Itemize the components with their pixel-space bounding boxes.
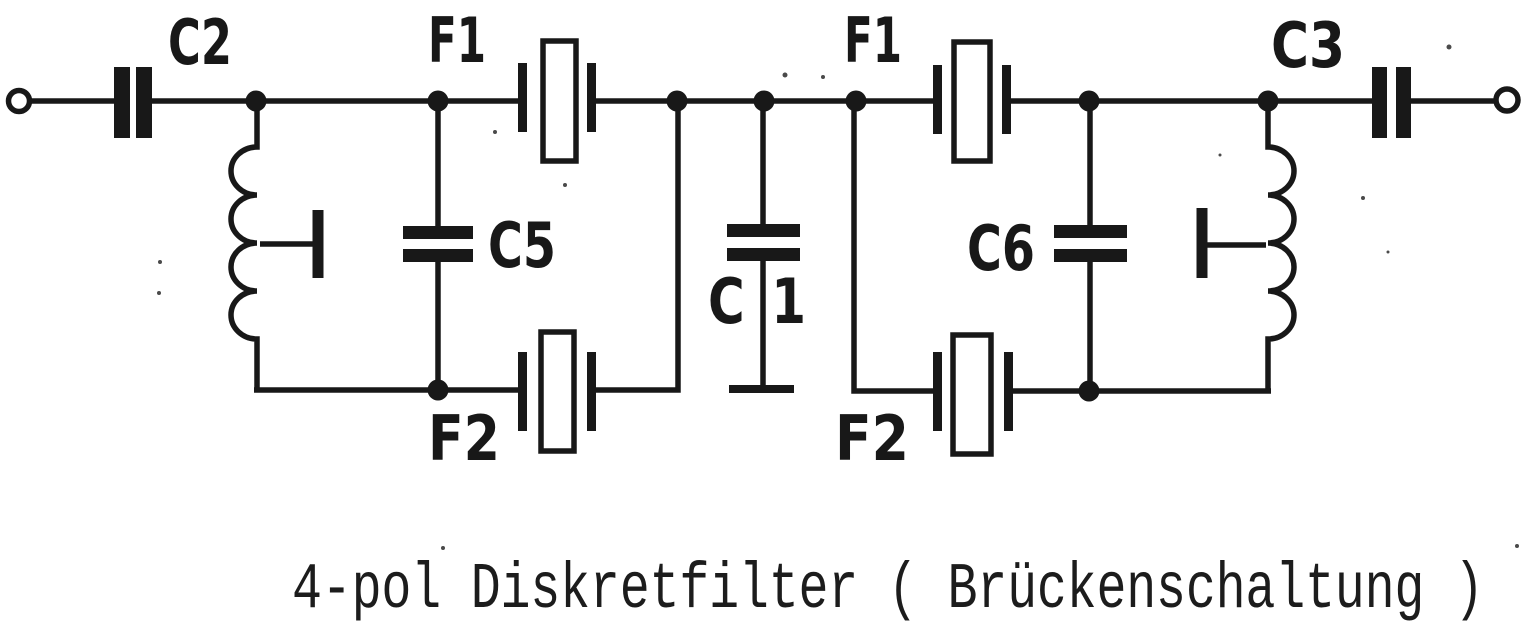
c3-plate-right <box>1396 67 1411 138</box>
output-terminal <box>1493 86 1521 114</box>
c5-plate-bottom <box>403 249 473 262</box>
c1-plate-top <box>727 224 800 237</box>
inductor-left <box>228 101 324 390</box>
f1-left-electrode-a <box>518 63 527 132</box>
caption: 4-pol Diskretfilter ( Brückenschaltung ) <box>292 554 1484 627</box>
capacitor-c1: C1 <box>708 224 806 393</box>
f2-left-electrode-b <box>587 352 596 431</box>
inductor-right <box>1196 101 1297 391</box>
junction-dot <box>666 90 688 112</box>
f1-left-quartz <box>540 38 579 164</box>
c5-plate-top <box>403 226 473 239</box>
label-f1-left: F1 <box>428 5 486 78</box>
scan-speck <box>493 130 497 134</box>
scan-speck <box>1446 44 1452 50</box>
scan-specks <box>157 44 1519 550</box>
junction-dot <box>1078 380 1100 402</box>
label-f1-right: F1 <box>844 5 902 78</box>
crystal-f2-left: F2 <box>428 329 596 476</box>
crystal-f2-right: F2 <box>835 332 1013 476</box>
f1-right-electrode-a <box>933 65 942 134</box>
f1-right-electrode-b <box>1002 65 1011 134</box>
c1-plate-bottom <box>727 248 800 261</box>
junction-dot <box>1078 90 1100 112</box>
label-c5: C5 <box>488 210 556 283</box>
scan-speck <box>782 72 788 78</box>
capacitor-c3: C3 <box>1271 10 1411 138</box>
inductor-left-coil <box>228 101 260 390</box>
f2-right-quartz <box>950 332 994 457</box>
c6-plate-bottom <box>1054 249 1127 262</box>
scan-speck <box>158 260 162 264</box>
capacitor-c2: C2 <box>114 7 232 138</box>
c3-plate-left <box>1372 67 1387 138</box>
label-f2-right: F2 <box>835 403 909 476</box>
c2-plate-right <box>136 67 152 138</box>
f2-right-electrode-a <box>933 352 942 431</box>
scan-speck <box>157 291 161 295</box>
scan-speck <box>1515 544 1519 548</box>
crystal-f1-right: F1 <box>844 5 1011 164</box>
wire-branch-down-left <box>596 101 681 393</box>
label-f2-left: F2 <box>428 403 500 476</box>
label-c2: C2 <box>168 7 232 80</box>
junction-dot <box>845 90 867 112</box>
f1-right-quartz <box>951 39 993 164</box>
junction-dot <box>245 90 267 112</box>
c2-plate-left <box>114 67 130 138</box>
scan-speck <box>563 183 567 187</box>
label-c6: C6 <box>967 213 1035 286</box>
junction-dot <box>427 379 449 401</box>
input-terminal <box>5 87 33 115</box>
c6-plate-top <box>1054 225 1127 238</box>
scan-speck <box>1361 196 1365 200</box>
f2-left-electrode-a <box>518 352 527 431</box>
scan-speck <box>441 546 445 550</box>
scan-speck <box>1218 153 1222 157</box>
wires <box>31 98 1497 394</box>
f2-left-quartz <box>538 329 577 454</box>
f2-right-electrode-b <box>1004 352 1013 431</box>
junction-dot <box>427 90 449 112</box>
junction-dot <box>753 90 775 112</box>
capacitor-c6: C6 <box>967 213 1127 286</box>
label-c1: C1 <box>708 266 806 339</box>
scan-speck <box>821 75 825 79</box>
capacitor-c5: C5 <box>403 210 556 283</box>
inductor-right-coil <box>1265 101 1297 391</box>
f1-left-electrode-b <box>587 63 596 132</box>
label-c3: C3 <box>1271 10 1345 83</box>
crystal-f1-left: F1 <box>428 5 596 164</box>
junction-dot <box>1257 90 1279 112</box>
wire-branch-down-right <box>851 101 934 394</box>
junction-dots <box>245 90 1279 402</box>
scan-speck <box>1386 250 1390 254</box>
